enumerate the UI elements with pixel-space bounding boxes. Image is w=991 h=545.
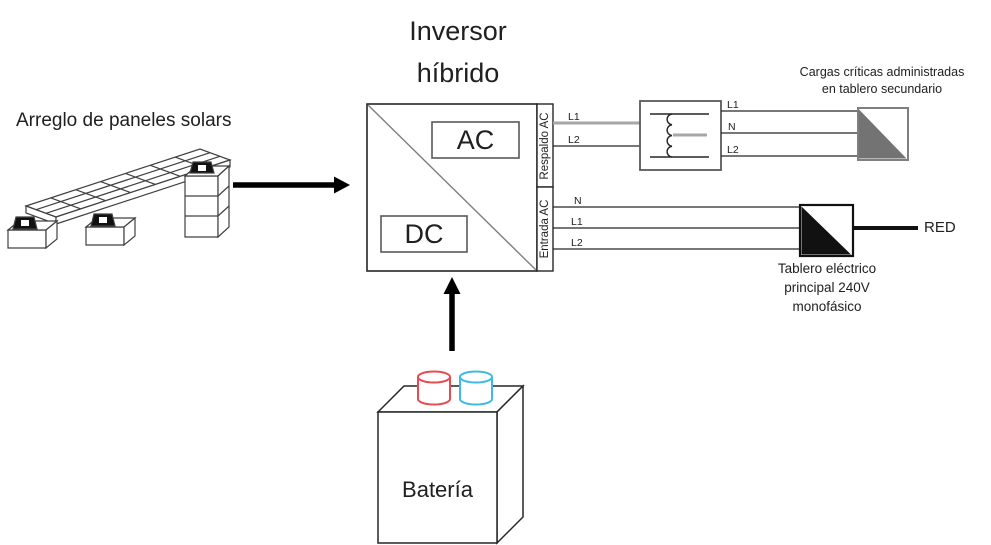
battery-to-inverter-arrow: [443, 277, 461, 351]
transformer-out-n-label: N: [728, 121, 736, 133]
solar-to-inverter-arrow: [233, 176, 350, 194]
inverter-ac-label: AC: [456, 124, 495, 155]
solar-panel-grid: [35, 152, 221, 214]
battery-label: Batería: [402, 477, 473, 502]
solar-array-drawing: [6, 148, 232, 250]
transformer-out-l1-label: L1: [727, 99, 739, 111]
critical-loads-label-line1: Cargas críticas administradas: [799, 65, 965, 79]
support-stack-right: [183, 161, 231, 239]
inverter-box: [366, 103, 554, 272]
input-wire-n-label: N: [574, 195, 582, 207]
arrowhead-icon: [334, 176, 350, 194]
inverter-input-port: [536, 186, 554, 272]
input-ac-wires: [553, 206, 800, 250]
inverter-ac-block: [431, 121, 520, 159]
grid-label: RED: [924, 219, 956, 236]
main-panel-label-line1: Tablero eléctrico: [777, 261, 877, 276]
secondary-panel-symbol: [857, 107, 909, 161]
solar-array-label: Arreglo de paneles solars: [16, 110, 232, 131]
backup-wire-l1-label: L1: [568, 111, 580, 123]
backup-port-label: Respaldo AC: [539, 112, 551, 180]
diagram-title: Inversor híbrido: [358, 10, 558, 94]
battery-terminal-positive: [417, 370, 451, 406]
inverter-dc-block: [380, 215, 468, 253]
backup-wire-l2-label: L2: [568, 134, 580, 146]
battery-right-face: [496, 384, 524, 545]
support-block-left: [6, 216, 59, 250]
battery-front-face: [377, 411, 498, 544]
diagram-title-line2: híbrido: [416, 58, 500, 88]
input-port-label: Entrada AC: [539, 199, 551, 259]
battery-drawing: [376, 370, 525, 545]
secondary-panel-triangle: [859, 109, 907, 159]
diagram-title-line1: Inversor: [409, 16, 507, 46]
input-wire-l1-label: L1: [571, 216, 583, 228]
backup-ac-wires: [553, 121, 640, 147]
critical-loads-label-line2: en tablero secundario: [821, 82, 943, 96]
coil-icon: [666, 113, 673, 158]
inverter-diagonal: [367, 104, 537, 271]
inverter-dc-label: DC: [404, 218, 444, 249]
transformer-symbol: [639, 100, 722, 171]
battery-terminal-negative: [459, 370, 493, 406]
support-block-middle: [84, 213, 137, 247]
main-panel-symbol: [798, 203, 855, 258]
arrowhead-icon: [443, 277, 461, 294]
critical-loads-label: Cargas críticas administradas en tablero…: [772, 64, 991, 98]
transformer-output-wires: [721, 110, 858, 157]
transformer-out-l2-label: L2: [727, 144, 739, 156]
main-panel-label-line2: principal 240V: [784, 280, 870, 295]
main-panel-triangle: [801, 206, 851, 255]
main-panel-label-line3: monofásico: [792, 299, 862, 314]
input-wire-l2-label: L2: [571, 237, 583, 249]
main-panel-label: Tablero eléctrico principal 240V monofás…: [744, 259, 910, 316]
